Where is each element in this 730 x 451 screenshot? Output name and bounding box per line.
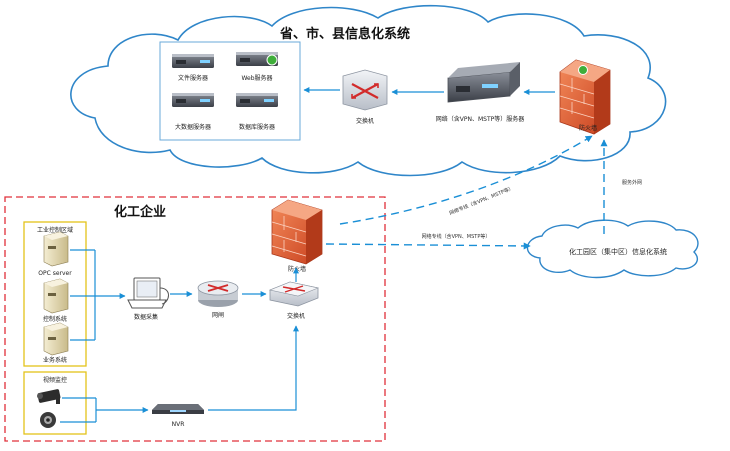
top-firewall-label: 防火墙 bbox=[579, 124, 597, 132]
nvr-label: NVR bbox=[172, 421, 185, 428]
dashed-link-enterprise-to-park bbox=[325, 242, 531, 250]
opc-server-icon bbox=[43, 231, 69, 267]
gateway-router-icon bbox=[197, 280, 239, 307]
business-system-icon bbox=[43, 322, 69, 356]
file-server-label: 文件服务器 bbox=[178, 74, 208, 82]
enterprise-title: 化工企业 bbox=[114, 204, 166, 220]
data-collect-label: 数据采集 bbox=[134, 313, 158, 321]
camera-icon bbox=[37, 389, 61, 404]
top-switch-label: 交换机 bbox=[356, 117, 374, 125]
dome-camera-icon bbox=[40, 412, 56, 428]
industrial-to-collect-lines bbox=[70, 249, 96, 341]
video-zone-box bbox=[23, 371, 87, 435]
file-server-icon bbox=[172, 54, 214, 68]
enterprise-firewall-label: 防火墙 bbox=[288, 265, 306, 273]
network-server-icon bbox=[447, 62, 520, 103]
control-system-icon bbox=[43, 278, 69, 314]
opc-server-label: OPC server bbox=[38, 270, 72, 277]
web-server-icon bbox=[236, 52, 278, 66]
bigdata-server-icon bbox=[172, 93, 214, 107]
enterprise-firewall-icon bbox=[271, 199, 323, 265]
enterprise-switch-icon bbox=[268, 281, 320, 307]
cloud-park bbox=[526, 219, 699, 279]
video-to-nvr-lines bbox=[60, 397, 97, 423]
link-label-enterprise-to-park: 网络专线（含VPN、MSTP等） bbox=[422, 233, 491, 240]
database-server-icon bbox=[236, 93, 278, 107]
web-server-label: Web服务器 bbox=[241, 74, 272, 82]
cloud-provincial-title: 省、市、县信息化系统 bbox=[279, 26, 410, 42]
industrial-zone-label: 工业控制区域 bbox=[37, 226, 73, 234]
database-server-label: 数据库服务器 bbox=[239, 123, 275, 131]
link-label-enterprise-to-top: 网络专线（含VPN、MSTP等） bbox=[448, 184, 514, 216]
server-group-box bbox=[159, 41, 301, 141]
business-system-label: 业务系统 bbox=[43, 356, 67, 364]
control-system-label: 控制系统 bbox=[43, 315, 67, 323]
enterprise-switch-label: 交换机 bbox=[287, 312, 305, 320]
enterprise-boundary bbox=[4, 196, 386, 442]
top-switch-icon bbox=[342, 69, 388, 111]
gateway-label: 网闸 bbox=[212, 311, 224, 319]
data-collect-icon bbox=[127, 277, 169, 309]
top-firewall-status-icon bbox=[578, 65, 588, 75]
network-server-label: 网络（含VPN、MSTP等）服务器 bbox=[436, 115, 524, 123]
bigdata-server-label: 大数据服务器 bbox=[175, 123, 211, 131]
dashed-link-enterprise-to-top bbox=[339, 135, 593, 225]
link-label-park-to-top: 服务外网 bbox=[622, 179, 642, 186]
arrow-nvr-to-switch bbox=[208, 325, 299, 411]
industrial-zone-box bbox=[23, 221, 87, 367]
cloud-park-title: 化工园区（集中区）信息化系统 bbox=[569, 247, 667, 256]
nvr-icon bbox=[152, 404, 204, 414]
video-zone-label: 视频监控 bbox=[43, 376, 67, 384]
